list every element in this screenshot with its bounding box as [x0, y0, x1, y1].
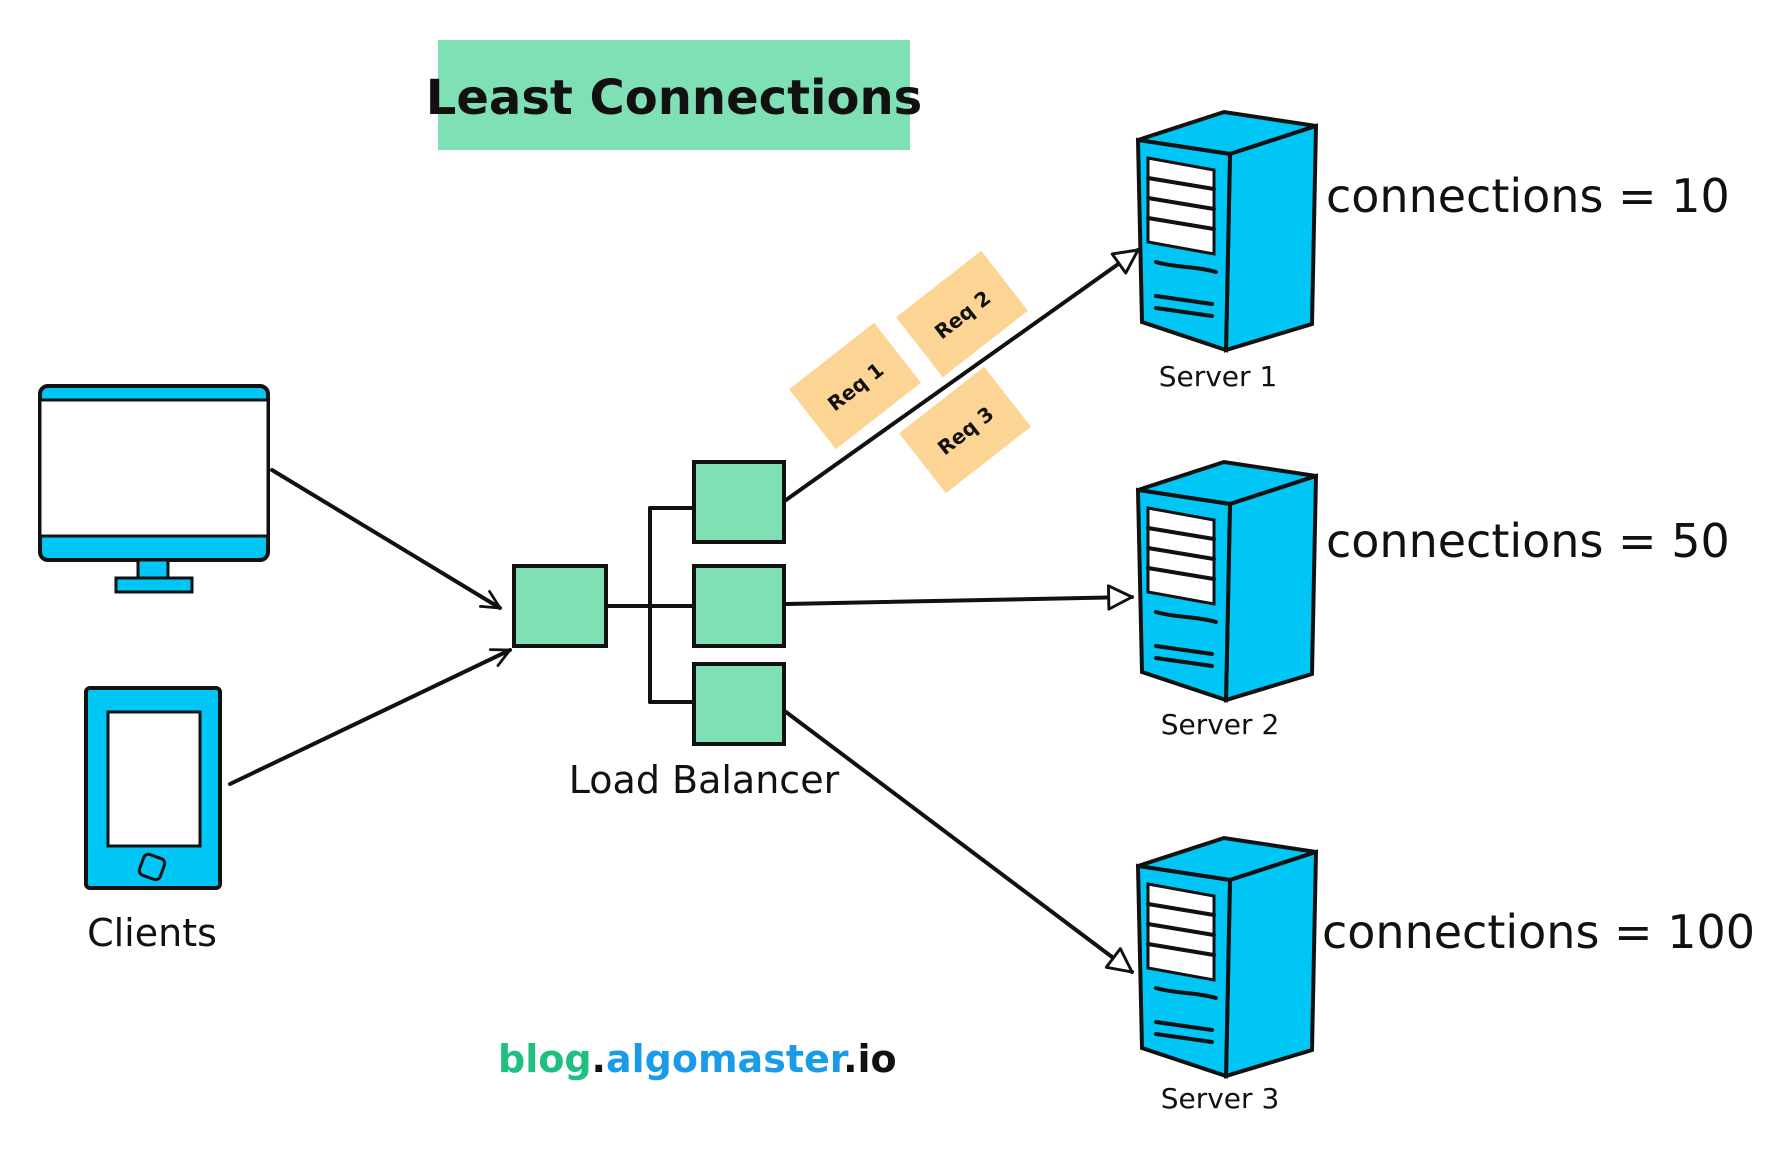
request-note-2: Req 2: [896, 250, 1028, 378]
phone-icon: [84, 686, 222, 890]
server-icon: [1135, 109, 1319, 353]
server-3: [1135, 835, 1319, 1079]
monitor-icon: [38, 384, 270, 594]
page-title: Least Connections: [426, 70, 922, 126]
server-1: [1135, 109, 1319, 353]
server-3-label: Server 3: [1161, 1082, 1280, 1115]
lb-node-3: [692, 662, 786, 746]
title-box: Least Connections: [426, 40, 922, 150]
server-1-label: Server 1: [1159, 360, 1278, 393]
server-icon: [1135, 459, 1319, 703]
server-2-connections: connections = 50: [1326, 514, 1730, 568]
lb-node-2: [692, 564, 786, 648]
load-balancer-label: Load Balancer: [569, 758, 840, 802]
request-note-1: Req 1: [789, 322, 921, 450]
server-1-connections: connections = 10: [1326, 169, 1730, 223]
lb-to-server-2-arrow: [784, 584, 1134, 611]
load-balancer: [512, 460, 786, 746]
phone-to-lb-arrow: [228, 648, 512, 786]
server-icon: [1135, 835, 1319, 1079]
credit-dot-1: .: [592, 1037, 606, 1081]
clients-label: Clients: [87, 911, 217, 955]
monitor-to-lb-arrow: [270, 468, 502, 610]
lb-node-1: [692, 460, 786, 544]
request-note-3: Req 3: [899, 366, 1031, 494]
credit-part-blog: blog: [498, 1037, 592, 1081]
credit-watermark: blog.algomaster.io: [498, 1037, 897, 1081]
lb-to-server-1-arrow: [784, 248, 1140, 502]
credit-part-algomaster: algomaster: [606, 1037, 849, 1081]
server-3-connections: connections = 100: [1322, 905, 1755, 959]
credit-part-io: io: [858, 1037, 897, 1081]
lb-to-server-3-arrow: [784, 710, 1134, 974]
server-2: [1135, 459, 1319, 703]
server-2-label: Server 2: [1161, 708, 1280, 741]
credit-dot-2: .: [843, 1037, 857, 1081]
